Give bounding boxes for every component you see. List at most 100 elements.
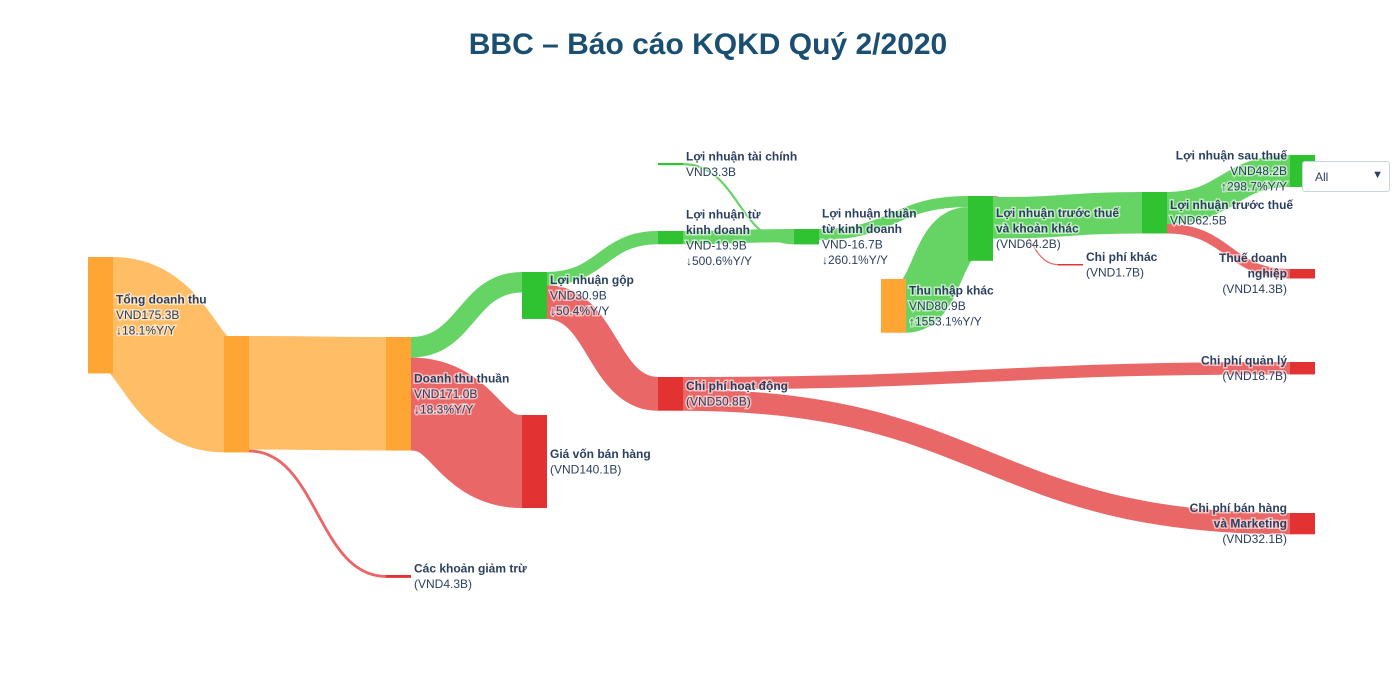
- sankey-link-tn_khac-to-ln_tt_kk[interactable]: [898, 207, 976, 333]
- node-value-ln_tc: VND3.3B: [686, 165, 736, 179]
- triangle-down-icon: ▼: [1372, 169, 1383, 181]
- sankey-node-dtt[interactable]: [386, 337, 411, 451]
- sankey-link-ln_kd-to-lnt_kd[interactable]: [682, 229, 795, 245]
- node-change-ln_kd: ↓500.6%Y/Y: [686, 254, 752, 268]
- node-value-gvbh: (VND140.1B): [550, 462, 621, 476]
- node-name-ln_tt_kk: Lợi nhuận trước thuế: [996, 206, 1119, 220]
- node-name-cphd: Chi phí hoạt động: [686, 379, 788, 393]
- node-name-tn_khac: Thu nhập khác: [909, 283, 994, 297]
- node-change-tong_dt: ↓18.1%Y/Y: [116, 324, 175, 338]
- node-name-ln_tt_kk: và khoản khác: [996, 221, 1079, 235]
- node-change-ln_st: ↑298.7%Y/Y: [1221, 180, 1287, 194]
- node-name-ln_kd: kinh doanh: [686, 223, 750, 237]
- node-name-cp_khac: Chi phí khác: [1086, 250, 1158, 264]
- node-name-giam_tru: Các khoản giảm trừ: [414, 562, 527, 576]
- node-value-cpbh: (VND32.1B): [1222, 532, 1287, 546]
- node-value-cphd: (VND50.8B): [686, 395, 751, 409]
- node-label-cpbh: Chi phí bán hàng và Marketing(VND32.1B): [1190, 501, 1287, 546]
- filter-dropdown[interactable]: All ▼: [1302, 161, 1390, 192]
- node-name-cpbh: Chi phí bán hàng: [1190, 501, 1287, 515]
- node-value-cp_khac: (VND1.7B): [1086, 265, 1144, 279]
- node-label-cpql: Chi phí quản lý (VND18.7B): [1201, 353, 1287, 383]
- sankey-link-ln_gop-to-ln_kd[interactable]: [546, 231, 659, 286]
- sankey-node-cpql[interactable]: [1290, 362, 1315, 375]
- node-label-cphd: Chi phí hoạt động (VND50.8B): [686, 379, 788, 409]
- sankey-node-ln_gop[interactable]: [522, 272, 547, 319]
- node-name-dtt: Doanh thu thuần: [414, 371, 509, 385]
- node-name-ln_tt: Lợi nhuận trước thuế: [1170, 198, 1293, 212]
- sankey-node-thue[interactable]: [1290, 269, 1315, 279]
- sankey-node-giam_tru[interactable]: [386, 575, 411, 578]
- filter-selected-value: All: [1315, 170, 1329, 184]
- node-value-ln_gop: VND30.9B: [550, 288, 607, 302]
- node-name-ln_kd: Lợi nhuận từ: [686, 207, 761, 221]
- chart-title: BBC – Báo cáo KQKD Quý 2/2020: [468, 28, 948, 61]
- node-label-thue: Thuế doanh nghiệp(VND14.3B): [1219, 251, 1287, 296]
- node-change-ln_gop: ↓50.4%Y/Y: [550, 304, 609, 318]
- node-change-dtt: ↓18.3%Y/Y: [414, 402, 473, 416]
- node-value-tn_khac: VND80.9B: [909, 299, 966, 313]
- sankey-link-ln_tc-to-lnt_kd[interactable]: [682, 163, 795, 245]
- sankey-node-gvbh[interactable]: [522, 415, 547, 509]
- node-name-lnt_kd: Lợi nhuận thuần: [822, 206, 917, 220]
- sankey-link-ln_gop-to-cphd[interactable]: [545, 285, 660, 411]
- node-name-ln_tc: Lợi nhuận tài chính: [686, 149, 797, 163]
- sankey-node-ln_tt_kk[interactable]: [968, 196, 993, 261]
- sankey-node-ln_tt[interactable]: [1142, 192, 1167, 234]
- sankey-node-ln_tc[interactable]: [658, 163, 683, 166]
- node-name-cpbh: và Marketing: [1214, 517, 1287, 531]
- sankey-node-ln_kd[interactable]: [658, 231, 683, 245]
- node-name-gvbh: Giá vốn bán hàng: [550, 447, 651, 461]
- node-change-lnt_kd: ↓260.1%Y/Y: [822, 253, 888, 267]
- node-name-cpql: Chi phí quản lý: [1201, 353, 1287, 367]
- node-value-cpql: (VND18.7B): [1222, 369, 1287, 383]
- sankey-link-ln_tt-to-thue[interactable]: [1166, 224, 1291, 279]
- node-value-dtt: VND171.0B: [414, 387, 477, 401]
- sankey-link-dt_mid-to-dtt[interactable]: [248, 336, 387, 451]
- sankey-link-dtt-to-ln_gop[interactable]: [410, 272, 523, 358]
- node-label-giam_tru: Các khoản giảm trừ(VND4.3B): [414, 562, 527, 592]
- sankey-node-cpbh[interactable]: [1290, 513, 1315, 535]
- node-name-ln_gop: Lợi nhuận gộp: [550, 273, 634, 287]
- node-name-thue: Thuế doanh: [1219, 251, 1287, 265]
- node-label-cp_khac: Chi phí khác(VND1.7B): [1086, 250, 1158, 280]
- sankey-links: [104, 154, 1291, 578]
- sankey-link-dtt-to-gvbh[interactable]: [407, 357, 526, 509]
- sankey-node-cp_khac[interactable]: [1058, 264, 1083, 266]
- sankey-nodes: [88, 155, 1315, 578]
- sankey-link-ln_tt_kk-to-ln_tt[interactable]: [992, 192, 1143, 239]
- node-value-giam_tru: (VND4.3B): [414, 577, 472, 591]
- sankey-link-cphd-to-cpbh[interactable]: [682, 389, 1291, 535]
- node-value-lnt_kd: VND-16.7B: [822, 237, 883, 251]
- sankey-link-tong_dt-to-dt_mid[interactable]: [104, 257, 233, 453]
- node-value-ln_st: VND48.2B: [1230, 164, 1287, 178]
- sankey-node-lnt_kd[interactable]: [794, 229, 819, 245]
- node-name-thue: nghiệp: [1248, 267, 1287, 281]
- sankey-link-lnt_kd-to-ln_tt_kk[interactable]: [818, 195, 969, 241]
- node-value-ln_kd: VND-19.9B: [686, 238, 747, 252]
- node-name-tong_dt: Tổng doanh thu: [116, 293, 207, 307]
- sankey-link-dt_mid-to-giam_tru[interactable]: [248, 449, 387, 578]
- sankey-node-tn_khac[interactable]: [881, 279, 906, 333]
- sankey-node-dt_mid[interactable]: [224, 336, 249, 453]
- node-value-tong_dt: VND175.3B: [116, 308, 179, 322]
- node-change-tn_khac: ↑1553.1%Y/Y: [909, 314, 982, 328]
- node-value-thue: (VND14.3B): [1222, 282, 1287, 296]
- sankey-node-cphd[interactable]: [658, 377, 683, 411]
- sankey-link-ln_tt-to-ln_st[interactable]: [1166, 154, 1291, 225]
- sankey-link-cphd-to-cpql[interactable]: [682, 361, 1291, 390]
- node-value-ln_tt_kk: (VND64.2B): [996, 237, 1061, 251]
- sankey-node-tong_dt[interactable]: [88, 257, 113, 374]
